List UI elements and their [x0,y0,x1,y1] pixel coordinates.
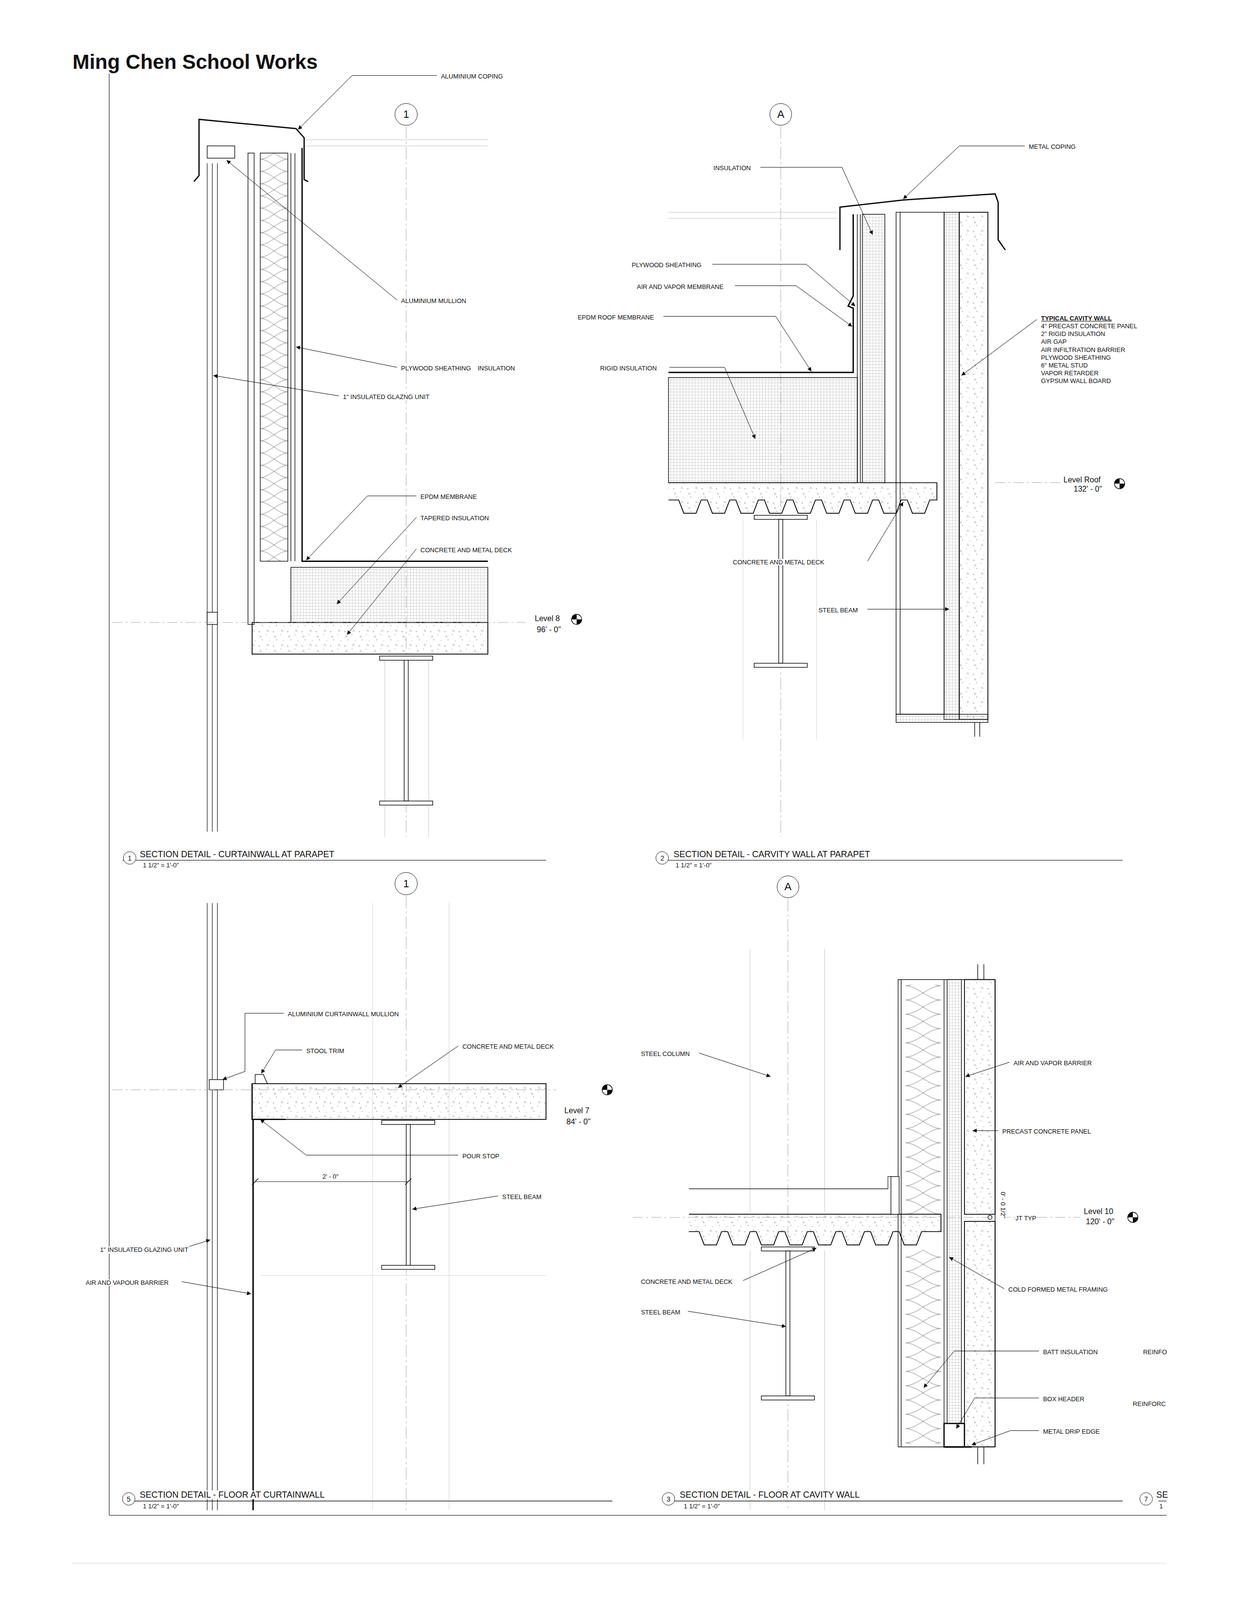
callout-number: A [784,881,792,893]
callout-label: AIR AND VAPOR MEMBRANE [636,283,724,290]
callout-label: STEEL COLUMN [641,1050,691,1058]
callout-label: INSULATION [477,365,515,372]
callout-label: METAL DRIP EDGE [1043,1428,1100,1435]
detail-title: SECTION DETAIL - CURTAINWALL AT PARAPET [139,850,335,859]
callout-label: PLYWOOD SHEATHING [401,365,471,372]
detail-title: SECTION DETAIL - CARVITY WALL AT PARAPET [673,850,870,859]
callout-label: ALUMINIUM CURTAINWALL MULLION [288,1011,400,1018]
detail-number-circle: 7 [1139,1492,1153,1506]
callout-label: EPDM MEMBRANE [420,493,477,500]
callout-label: ALUMINIUM MULLION [401,297,467,305]
callout-label: AIR AND VAPOUR BARRIER [85,1279,169,1287]
callout-label: 2" RIGID INSULATION [1041,330,1106,338]
callout-label: COLD FORMED METAL FRAMING [1008,1286,1108,1293]
callout-label: CONCRETE AND METAL DECK [420,547,513,554]
callout-label: AIR GAP [1041,338,1067,345]
callout-label: STOOL TRIM [305,1047,345,1055]
callout-number: 2 [660,854,665,862]
callout-label: PLYWOOD SHEATHING [1041,354,1111,361]
callout-label: AIR AND VAPOR BARRIER [1013,1060,1093,1067]
callout-label: PLYWOOD SHEATHING [631,261,702,269]
callout-label: INSULATION [713,164,751,172]
grid-bubble: 1 [394,103,418,126]
callout-number: 7 [1144,1496,1149,1503]
callout-label: CONCRETE AND METAL DECK [641,1278,733,1286]
callout-label: STEEL BEAM [818,607,858,614]
grid-bubble: A [776,875,800,899]
callout-label: METAL COPING [1028,143,1076,150]
callout-label: GYPSUM WALL BOARD [1041,377,1111,385]
callout-label: CONCRETE AND METAL DECK [732,559,825,566]
level-label: Level 8 [534,614,561,623]
callout-label: JT TYP [1015,1215,1037,1222]
detail-title: SECTION DETAIL - FLOOR AT CURTAINWALL [139,1490,325,1500]
callout-number: 5 [126,1496,131,1503]
callout-label: AIR INFILTRATION BARRIER [1041,346,1126,354]
scale-note: 1 1/2" = 1'-0" [143,862,179,869]
callout-number: 3 [666,1496,671,1503]
callout-label: 1" INSULATED GLAZNG UNIT [342,393,430,401]
scale-note: 1 1/2" = 1'-0" [683,1503,720,1510]
callout-label: VAPOR RETARDER [1041,370,1099,377]
scale-note: 1 1/2" = 1'-0" [143,1503,179,1510]
callout-number: 1 [127,854,132,862]
callout-label: 2' - 0" [322,1173,339,1180]
level-label: Level Roof [1063,476,1101,484]
callout-label: CONCRETE AND METAL DECK [462,1043,554,1050]
detail-number-circle: 2 [655,851,669,865]
callout-label: REINFORC [1132,1400,1166,1408]
callout-label: BATT INSULATION [1043,1349,1098,1356]
callout-label: RIGID INSULATION [600,365,658,372]
scale-note: 1 [1159,1503,1163,1510]
callout-number: 1 [403,109,410,120]
detail-number-circle: 3 [661,1492,676,1506]
dimension-text: 0' - 0 1/2" [999,1191,1007,1219]
scale-note: 1 1/2" = 1'-0" [675,862,712,869]
level-label: 96' - 0" [536,626,562,634]
callout-label: 1" INSULATED GLAZING UNIT [99,1246,190,1254]
callout-number: A [777,109,785,120]
callout-label: 4" PRECAST CONCRETE PANEL [1041,322,1138,330]
callout-label: TAPERED INSULATION [420,514,489,522]
callout-number: 1 [403,878,410,890]
detail-title: SECTION DETAIL - FLOOR AT CAVITY WALL [679,1490,860,1500]
level-label: Level 7 [564,1107,590,1115]
callout-label: STEEL BEAM [501,1193,542,1201]
level-label: 84' - 0" [566,1118,591,1127]
callout-label: BOX HEADER [1043,1396,1085,1403]
sheet-title: Ming Chen School Works [72,51,318,73]
level-label: Level 10 [1083,1207,1114,1216]
callout-label: 6" METAL STUD [1041,362,1088,369]
assembly-heading: TYPICAL CAVITY WALL [1041,315,1112,322]
detail-number-circle: 5 [122,1492,136,1506]
callout-label: ALUMINIUM COPING [440,73,503,80]
level-label: 120' - 0" [1085,1218,1115,1226]
callout-label: STEEL BEAM [641,1309,681,1316]
detail-title: SE [1156,1490,1169,1500]
callout-label: POUR STOP [462,1153,499,1160]
level-label: 132' - 0" [1073,485,1103,494]
detail-number-circle: 1 [123,851,137,865]
callout-label: PRECAST CONCRETE PANEL [1002,1128,1092,1135]
grid-bubble: A [769,103,792,126]
callout-label: EPDM ROOF MEMBRANE [577,314,654,321]
grid-bubble: 1 [394,872,418,895]
callout-label: REINFO [1142,1349,1167,1356]
